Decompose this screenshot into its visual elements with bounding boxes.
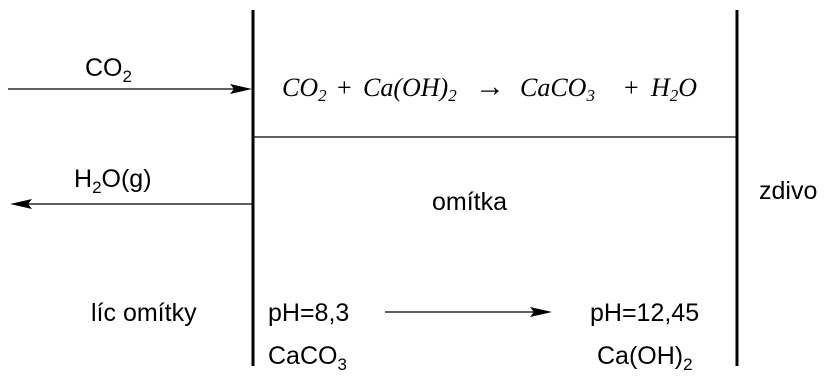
reaction-arrow: → [475,70,505,103]
reactant-calcium-hydroxide: Ca(OH)2 [363,73,457,105]
water-vapor-label-rest: O(g) [102,165,152,193]
ph-wall-value: pH=12,45 [590,299,699,327]
plus-sign-1: + [337,73,352,102]
ph-gradient-arrowhead [530,307,552,317]
water-vapor-label-sub: 2 [92,178,101,197]
masonry-label: zdivo [759,177,817,205]
water-vapor-label-base: H [74,165,92,193]
plaster-layer-label: omítka [432,188,507,216]
co2-inflow-label: CO2 [85,54,132,86]
water-vapor-label: H2O(g) [74,165,152,197]
product-water: H2O [650,73,697,105]
plus-sign-2: + [624,73,639,102]
co2-inflow-arrowhead [230,84,252,94]
calcium-carbonate-label: CaCO3 [268,342,347,374]
water-vapor-outflow-arrowhead [10,199,32,209]
calcium-hydroxide-label: Ca(OH)2 [597,342,693,374]
product-calcium-carbonate: CaCO3 [520,73,595,105]
carbonation-reaction-equation: CO2 + Ca(OH)2 → CaCO3 + H2O [282,70,697,105]
reactant-co2: CO2 [282,73,327,105]
co2-inflow-label-sub: 2 [123,67,132,86]
ph-surface-value: pH=8,3 [268,299,349,327]
co2-inflow-label-base: CO [85,54,123,82]
plaster-surface-label: líc omítky [91,299,197,327]
